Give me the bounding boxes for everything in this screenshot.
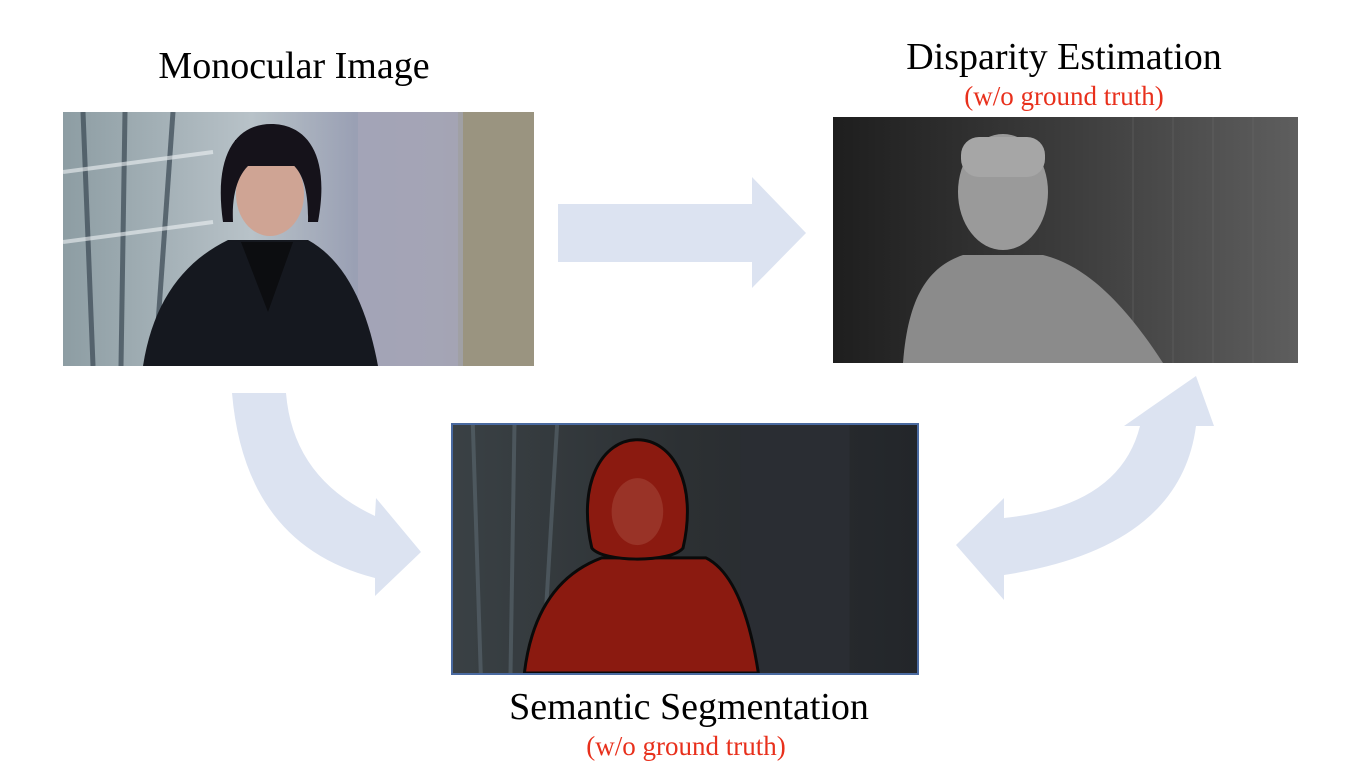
arrow-monocular-to-disparity — [558, 177, 806, 288]
disparity-estimation-subtitle: (w/o ground truth) — [964, 81, 1164, 111]
disparity-estimation-title: Disparity Estimation — [906, 36, 1222, 78]
semantic-segmentation-title: Semantic Segmentation — [509, 686, 869, 728]
arrow-monocular-to-segmentation — [232, 393, 421, 596]
monocular-image — [63, 112, 534, 366]
arrow-disparity-segmentation-bidirectional — [956, 376, 1214, 600]
disparity-map — [833, 117, 1298, 363]
segmentation-map — [451, 423, 919, 675]
semantic-segmentation-subtitle: (w/o ground truth) — [586, 731, 786, 761]
monocular-image-title: Monocular Image — [158, 45, 430, 87]
